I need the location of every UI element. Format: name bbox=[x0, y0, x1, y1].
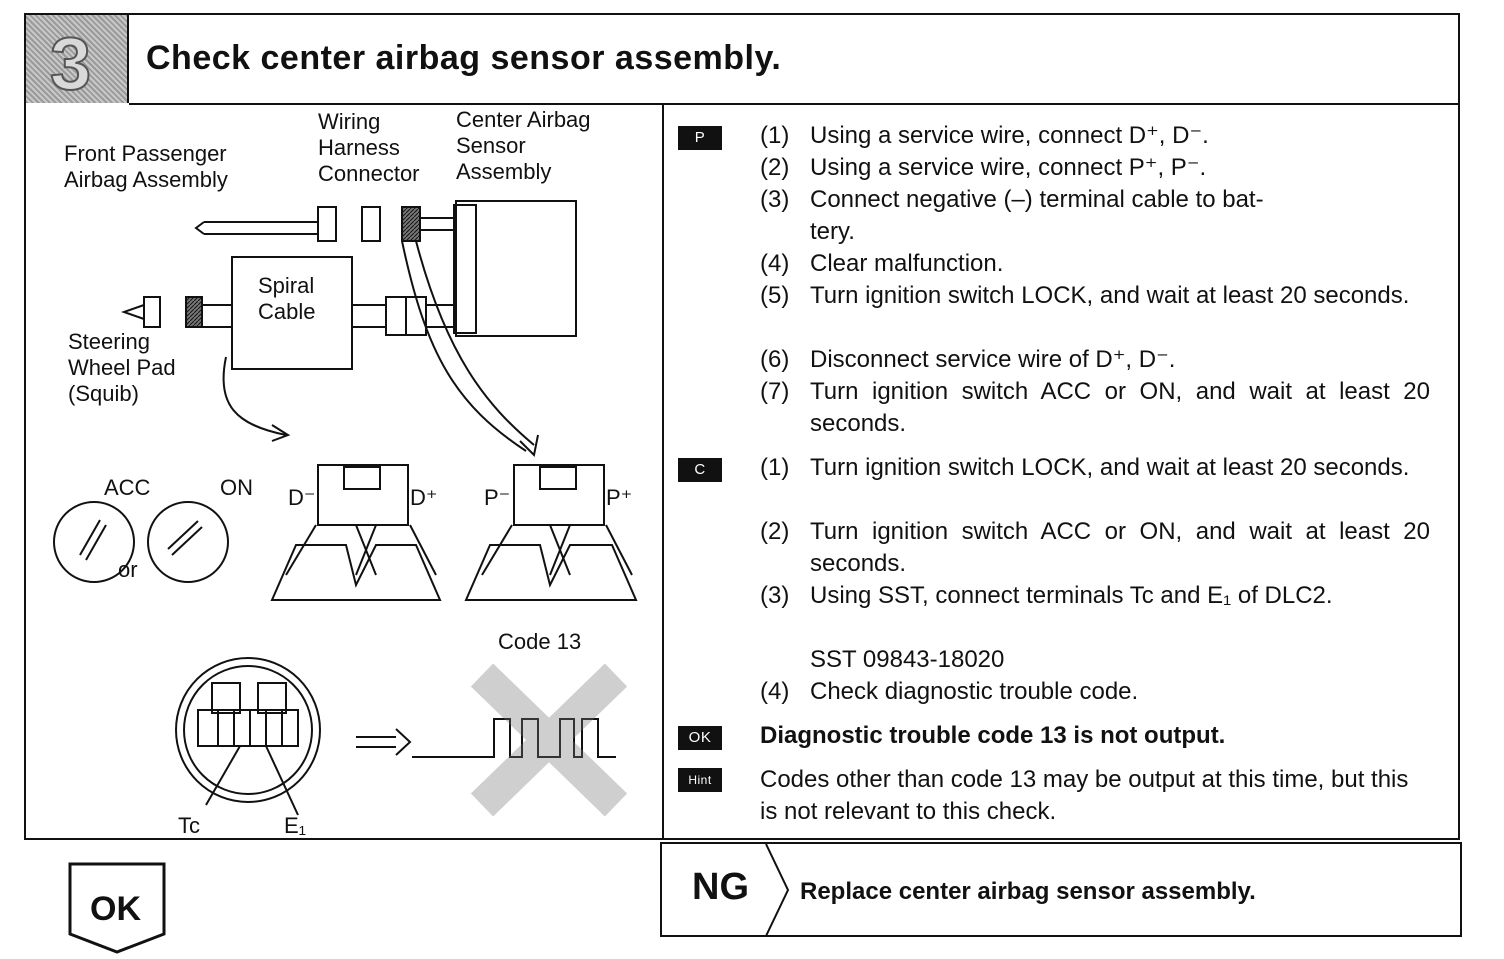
column-divider bbox=[662, 105, 664, 838]
label-acc: ACC bbox=[104, 475, 151, 500]
ok-label: OK bbox=[90, 890, 141, 928]
header-divider bbox=[129, 103, 1458, 105]
label-tc: Tc bbox=[178, 813, 200, 838]
connector-4 bbox=[385, 296, 407, 336]
passenger-wire bbox=[204, 221, 318, 235]
tag-c: C bbox=[678, 458, 722, 482]
connector-2 bbox=[361, 206, 381, 242]
center-airbag-sensor bbox=[455, 200, 577, 337]
ok-condition: Diagnostic trouble code 13 is not output… bbox=[760, 722, 1226, 749]
label-d-minus: D⁻ bbox=[288, 485, 316, 510]
ok-result: OK bbox=[68, 862, 168, 959]
label-e1: E₁ bbox=[284, 813, 307, 838]
connector-7 bbox=[143, 296, 161, 328]
diagram-drawing bbox=[53, 200, 638, 817]
p-connector bbox=[464, 544, 638, 601]
tag-p: P bbox=[678, 126, 722, 150]
label-center-airbag: Center Airbag Sensor Assembly bbox=[456, 107, 591, 184]
label-code13: Code 13 bbox=[498, 629, 582, 654]
label-p-minus: P⁻ bbox=[484, 485, 511, 510]
step-number: 3 bbox=[49, 21, 92, 106]
dlc2-connector bbox=[175, 657, 321, 803]
label-p-plus: P⁺ bbox=[606, 485, 633, 510]
connector-3 bbox=[401, 206, 421, 242]
label-wiring-harness: Wiring Harness Connector bbox=[318, 109, 420, 186]
label-on: ON bbox=[220, 475, 253, 500]
connector-6 bbox=[185, 296, 203, 328]
ignition-acc bbox=[53, 501, 135, 583]
ng-message: Replace center airbag sensor assembly. bbox=[800, 878, 1256, 905]
label-spiral-cable: Spiral Cable bbox=[258, 273, 316, 324]
connector-1 bbox=[317, 206, 337, 242]
page-title: Check center airbag sensor assembly. bbox=[146, 39, 782, 77]
cross-mark bbox=[470, 663, 628, 817]
ng-label: NG bbox=[692, 866, 749, 908]
wiring-diagram: Front Passenger Airbag Assembly Wiring H… bbox=[26, 105, 662, 840]
label-d-plus: D⁺ bbox=[410, 485, 438, 510]
label-or: or bbox=[118, 557, 138, 582]
ok-arrow-box bbox=[68, 862, 166, 954]
tag-hint: Hint bbox=[678, 768, 722, 792]
ng-chevron bbox=[765, 844, 790, 936]
tag-ok: OK bbox=[678, 726, 722, 750]
ignition-on bbox=[147, 501, 229, 583]
procedure-frame: 3 Check center airbag sensor assembly. bbox=[24, 13, 1460, 840]
sensor-plug bbox=[453, 204, 477, 334]
label-steering-wheel: Steering Wheel Pad (Squib) bbox=[68, 329, 176, 406]
spiral-cable-box bbox=[231, 256, 353, 370]
ng-result: NG Replace center airbag sensor assembly… bbox=[660, 842, 1462, 937]
hint-text: Codes other than code 13 may be output a… bbox=[760, 766, 1409, 825]
step-number-badge: 3 bbox=[26, 15, 129, 106]
label-front-passenger: Front Passenger Airbag Assembly bbox=[64, 141, 228, 192]
